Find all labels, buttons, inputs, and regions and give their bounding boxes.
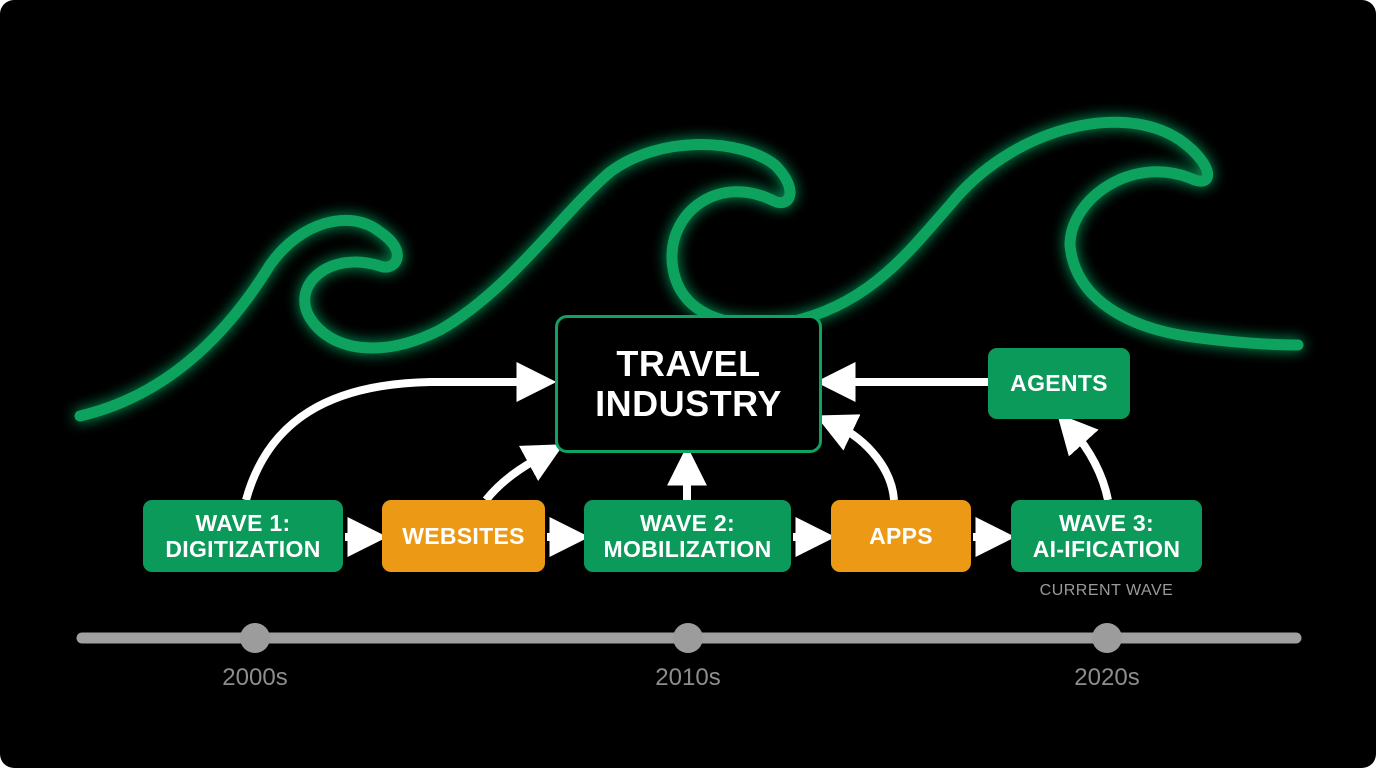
era-label-2000s: 2000s <box>222 664 288 691</box>
wave-line-icon <box>74 116 1304 422</box>
arrow-wave1-to-hub <box>242 362 557 502</box>
websites-box: WEBSITES <box>382 500 545 572</box>
timeline-dot-2000s <box>240 623 270 653</box>
timeline-dot-2010s <box>673 623 703 653</box>
apps-box: APPS <box>831 500 971 572</box>
travel-industry-hub: TRAVEL INDUSTRY <box>555 315 822 453</box>
wave2-box: WAVE 2: MOBILIZATION <box>584 500 791 572</box>
wave3-box: WAVE 3: AI-IFICATION <box>1011 500 1202 572</box>
arrow-wave3-to-agents <box>1057 413 1112 501</box>
arrow-apps-to-hub <box>815 414 898 501</box>
current-wave-caption: CURRENT WAVE <box>1039 582 1174 599</box>
timeline-dot-2020s <box>1092 623 1122 653</box>
era-label-2020s: 2020s <box>1074 664 1140 691</box>
agents-box: AGENTS <box>988 348 1130 419</box>
wave1-box: WAVE 1: DIGITIZATION <box>143 500 343 572</box>
arrow-websites-to-hub <box>482 444 564 503</box>
era-label-2010s: 2010s <box>655 664 721 691</box>
